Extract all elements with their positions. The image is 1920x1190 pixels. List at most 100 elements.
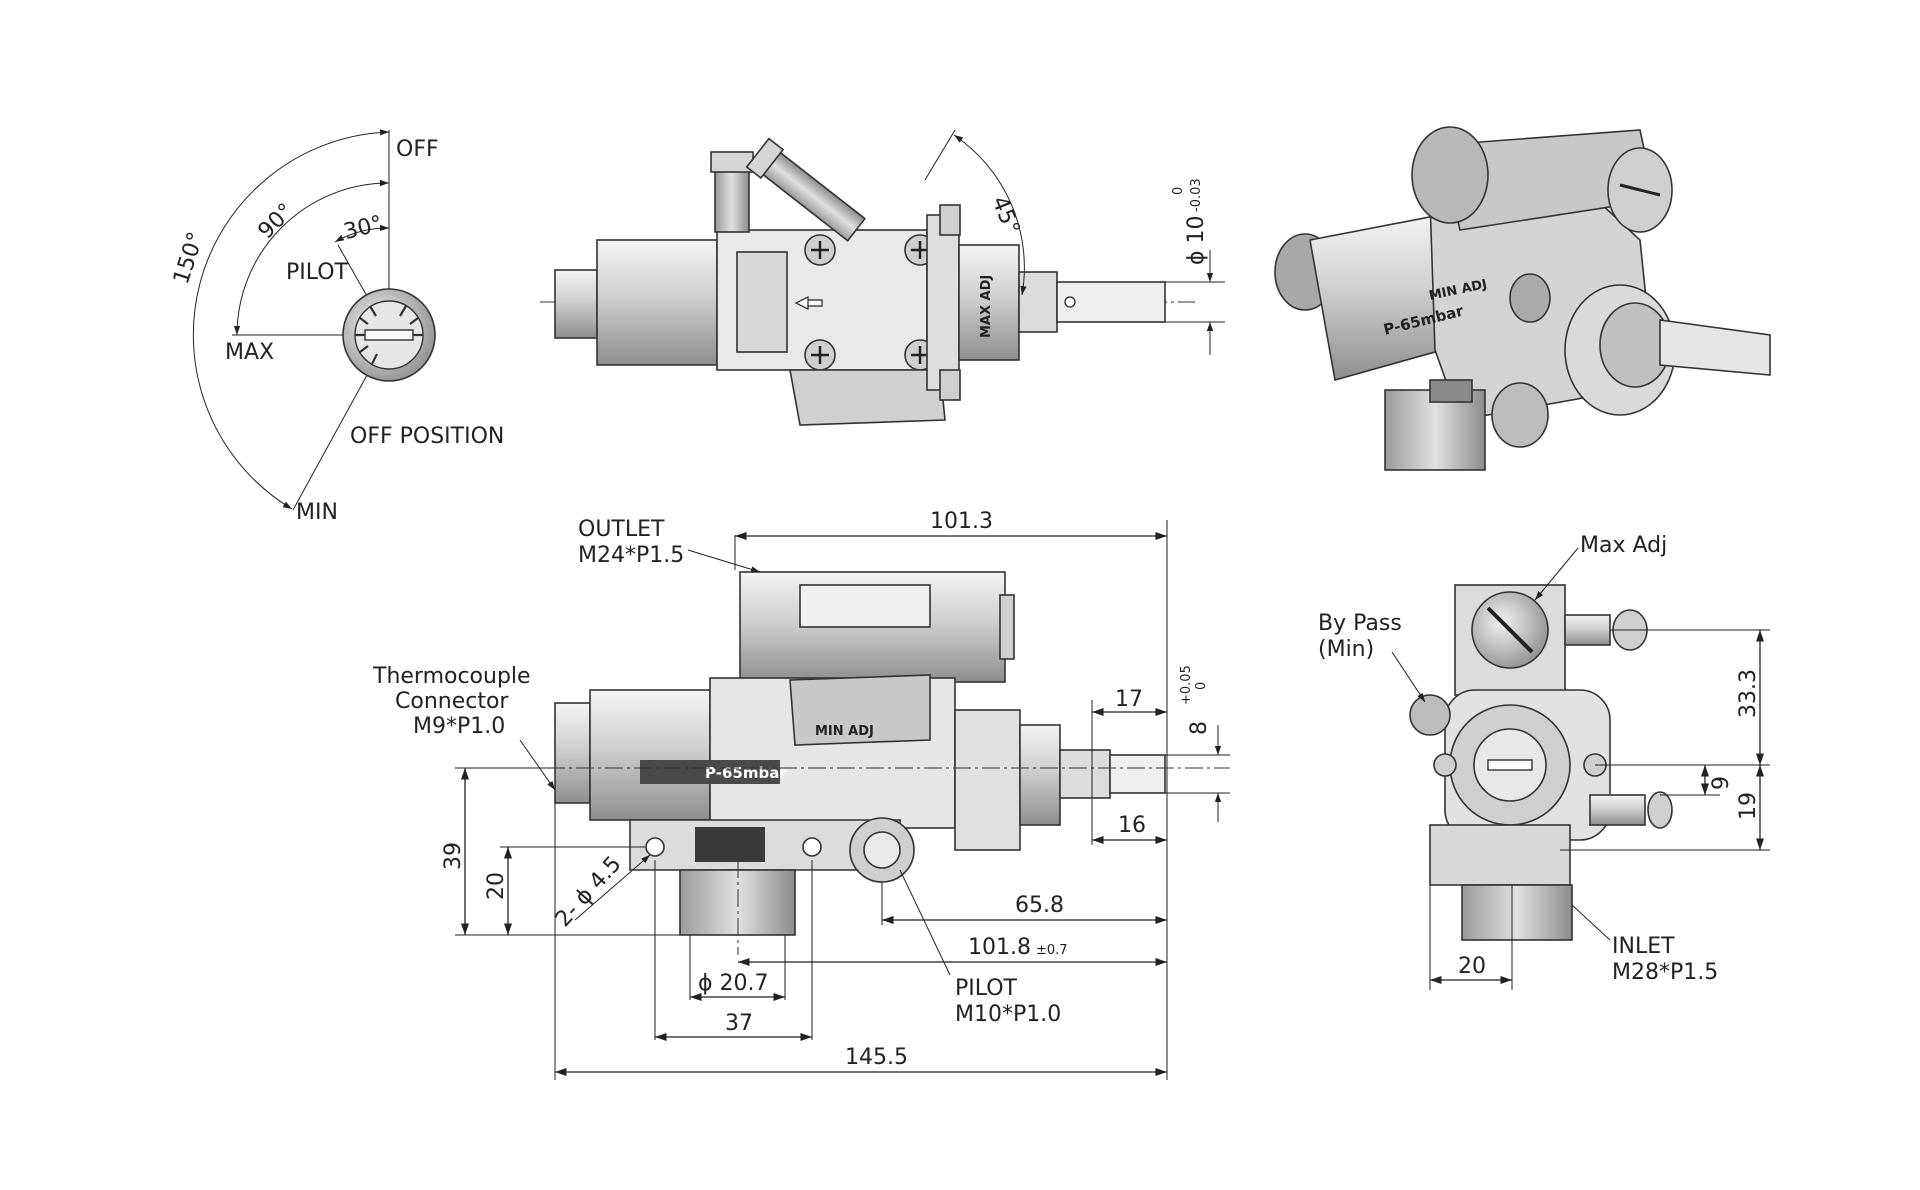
front-view: MIN ADJ P-65mbar 101.3 OUTLET M24*P1.5 T… — [372, 509, 1230, 1080]
front-shaft-collar — [1059, 749, 1111, 799]
label-by-pass-min: (Min) — [1318, 637, 1374, 662]
dim-101-8: 101.8 — [968, 935, 1031, 960]
outlet-leader — [687, 549, 761, 573]
side-right-flange — [926, 214, 960, 391]
thermocouple-leader — [519, 739, 556, 791]
side-shaft-collar — [1018, 271, 1058, 333]
end-pilot-cap — [1647, 791, 1673, 829]
dim-33-3: 33.3 — [1736, 669, 1761, 718]
end-pilot-nut — [1589, 794, 1646, 826]
side-right-boss-top — [939, 204, 961, 236]
front-hole-right — [802, 837, 822, 857]
dim-37: 37 — [725, 1011, 753, 1036]
iso-shaft — [1659, 319, 1771, 376]
by-pass-leader — [1391, 651, 1426, 703]
side-body-recess — [736, 251, 788, 353]
inlet-leader — [1571, 904, 1611, 941]
side-45-extension — [924, 129, 956, 181]
dim-16: 16 — [1118, 813, 1146, 838]
side-shaft-dia: ϕ 10 — [1184, 216, 1209, 266]
side-top-stem — [714, 169, 750, 233]
front-outlet-window — [799, 584, 931, 628]
end-inlet-fitting — [1461, 884, 1573, 941]
label-outlet-thread: M24*P1.5 — [578, 543, 684, 568]
label-min: MIN — [296, 500, 338, 525]
front-shaft — [1109, 754, 1166, 794]
label-90-deg: 90° — [254, 199, 299, 244]
dim-20-end: 20 — [1458, 954, 1486, 979]
label-pilot: PILOT — [955, 976, 1018, 1001]
dim-101-3: 101.3 — [930, 509, 993, 534]
dim-9: 9 — [1709, 776, 1734, 790]
side-lower-bracket — [789, 369, 946, 426]
side-flow-arrow — [794, 296, 823, 310]
label-inlet-thread: M28*P1.5 — [1612, 960, 1718, 985]
side-top-stem-nut — [710, 151, 754, 173]
front-brand-text: P-65mbar — [705, 764, 787, 782]
dim-101-8-tol: ±0.7 — [1036, 943, 1068, 958]
knob-slot — [364, 329, 414, 341]
holes-label: 2- ϕ 4.5 — [551, 852, 627, 932]
front-min-adj-housing — [789, 674, 931, 746]
end-top-side-nut — [1564, 614, 1611, 646]
side-right-boss-bottom — [939, 369, 961, 401]
end-max-adj-slot — [1486, 606, 1534, 654]
side-45-arc — [953, 134, 1027, 296]
side-shaft-tol-lower: -0.03 — [1189, 178, 1204, 212]
end-lower-body — [1429, 824, 1571, 886]
holes-leader — [574, 854, 651, 921]
label-thermocouple-2: Connector — [395, 689, 509, 714]
iso-top-slot — [1619, 183, 1661, 197]
dim-19: 19 — [1736, 792, 1761, 820]
knob-dial-diagram: OFF 30° 90° 150° PILOT MAX MIN OFF POSIT… — [169, 129, 504, 525]
dim-8: 8 — [1187, 721, 1212, 735]
knob-ribs — [355, 305, 423, 365]
front-inlet-nut — [554, 702, 591, 804]
label-thermocouple-thread: M9*P1.0 — [413, 714, 505, 739]
dim-20-left: 20 — [484, 872, 509, 900]
side-45-label: 45° — [986, 193, 1024, 239]
max-adj-leader — [1534, 547, 1579, 601]
side-max-adj-label: MAX ADJ — [979, 275, 994, 338]
front-arrow-label — [695, 827, 765, 862]
dim-145-5: 145.5 — [845, 1045, 908, 1070]
isometric-view: P-65mbar MIN ADJ — [1274, 126, 1771, 471]
label-pilot: PILOT — [286, 260, 349, 285]
end-view: Max Adj By Pass (Min) 33.3 19 9 20 INLET… — [1318, 533, 1770, 990]
front-min-adj-label: MIN ADJ — [815, 724, 874, 739]
label-thermocouple-1: Thermocouple — [372, 664, 531, 689]
label-max: MAX — [225, 340, 274, 365]
dim-20-7: ϕ 20.7 — [698, 971, 769, 996]
label-pilot-thread: M10*P1.0 — [955, 1002, 1061, 1027]
dim-8-tol-lower: 0 — [1194, 682, 1209, 690]
front-outlet-end — [999, 594, 1015, 660]
side-shaft-pin — [1064, 296, 1076, 308]
iso-bottom-tab — [1429, 379, 1473, 403]
front-head — [954, 709, 1021, 851]
iso-top-left-cap — [1411, 126, 1489, 224]
label-off-position: OFF POSITION — [350, 424, 504, 449]
dim-65-8: 65.8 — [1015, 893, 1064, 918]
side-angled-stem — [745, 137, 867, 242]
label-outlet: OUTLET — [578, 517, 665, 542]
label-by-pass: By Pass — [1318, 611, 1402, 636]
front-pilot-port-inner — [863, 831, 901, 869]
front-brand-plate — [640, 760, 780, 784]
side-shaft-tol-upper: 0 — [1171, 187, 1186, 195]
label-max-adj: Max Adj — [1580, 533, 1667, 558]
dim-17: 17 — [1115, 687, 1143, 712]
pilot-leader — [899, 869, 951, 976]
side-inlet-nut — [554, 269, 598, 339]
label-30-deg: 30° — [341, 211, 385, 245]
iso-side-port — [1509, 273, 1551, 323]
front-head-collar — [1019, 724, 1061, 826]
dim-8-tol-upper: +0.05 — [1179, 665, 1194, 705]
iso-bottom-inlet — [1384, 389, 1486, 471]
dim-39: 39 — [441, 842, 466, 870]
label-150-deg: 150° — [169, 229, 209, 287]
side-main-cylinder — [596, 239, 718, 366]
end-bypass-screw — [1409, 694, 1451, 736]
iso-pilot-port — [1491, 382, 1549, 448]
front-main-cylinder — [589, 689, 711, 821]
